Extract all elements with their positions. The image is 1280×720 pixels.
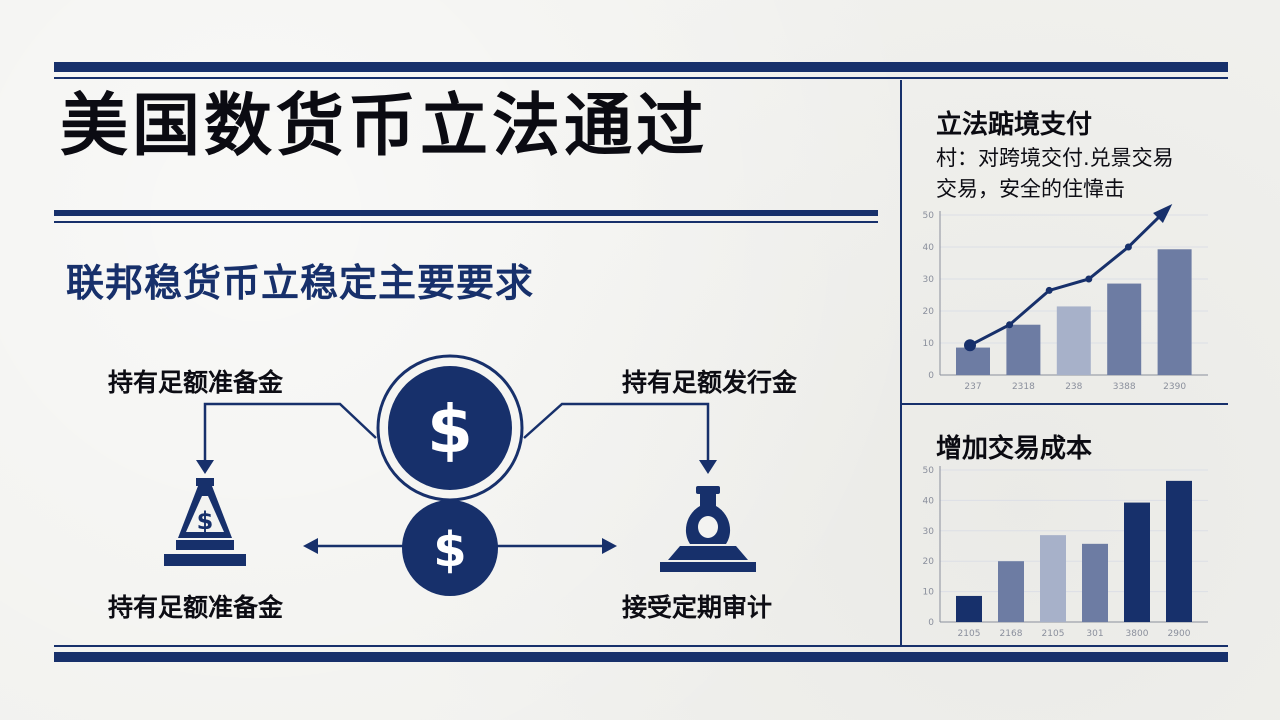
top-panel-line-1: 村：对跨境交付.兑景交易 <box>936 146 1174 170</box>
bar <box>1056 306 1091 375</box>
trend-point <box>1006 321 1014 329</box>
x-tick-label: 237 <box>964 382 981 392</box>
x-tick-label: 2105 <box>958 629 981 639</box>
top-rule-thin <box>54 77 1228 79</box>
x-tick-label: 238 <box>1065 382 1082 392</box>
bottom-right-label: 接受定期审计 <box>622 593 773 622</box>
chart-bottom: 50 40 30 20 10 0 2105 2168 2105 301 3800 2900 <box>923 466 1208 639</box>
y-tick-label: 30 <box>923 527 935 537</box>
y-tick-label: 20 <box>923 307 935 317</box>
top-left-label: 持有足额准备金 <box>108 368 284 397</box>
y-tick-label: 0 <box>928 618 934 628</box>
x-tick-label: 3388 <box>1113 382 1136 392</box>
bar <box>1157 249 1192 375</box>
top-panel-line-2: 交易，安全的住愇击 <box>936 177 1125 201</box>
vertical-divider <box>900 80 902 646</box>
title-underline-thin <box>54 221 878 223</box>
bottom-left-label: 持有足额准备金 <box>108 593 284 622</box>
x-tick-label: 301 <box>1086 629 1103 639</box>
connector-right <box>523 402 710 462</box>
y-tick-label: 50 <box>923 466 935 476</box>
x-tick-label: 2900 <box>1168 629 1191 639</box>
bar <box>1124 502 1150 622</box>
coin-symbol-small: $ <box>433 522 466 578</box>
trend-point <box>964 339 976 352</box>
arrow-head-right-down <box>699 460 717 474</box>
bar <box>998 561 1024 622</box>
bar <box>956 347 990 375</box>
y-tick-label: 40 <box>923 243 935 253</box>
bar <box>1040 535 1066 622</box>
x-tick-label: 2168 <box>1000 629 1023 639</box>
right-horizontal-divider <box>902 403 1228 405</box>
dollar-coin-small-icon: $ <box>402 500 498 596</box>
bar <box>956 595 982 622</box>
top-panel-title: 立法踮境支付 <box>936 110 1093 140</box>
dollar-coin-icon: $ <box>376 354 524 502</box>
diagram-connectors <box>203 402 710 548</box>
bottom-rule <box>54 652 1228 662</box>
y-tick-label: 0 <box>928 371 934 381</box>
requirements-diagram: $ $ $ <box>164 354 756 596</box>
bar <box>1006 324 1041 375</box>
arrow-icon <box>196 460 717 554</box>
trend-point <box>1085 275 1093 283</box>
bar <box>1107 283 1142 375</box>
y-tick-label: 10 <box>923 339 935 349</box>
arrow-head-right <box>602 538 617 554</box>
x-tick-label: 2105 <box>1042 629 1065 639</box>
y-tick-label: 10 <box>923 588 935 598</box>
bar <box>1082 543 1108 622</box>
audit-flask-icon <box>660 486 756 572</box>
title-underline <box>54 210 878 216</box>
bottom-rule-thin <box>54 645 1228 647</box>
bottom-panel-title: 增加交易成本 <box>936 434 1093 464</box>
main-title: 美国数货币立法通过 <box>60 87 709 166</box>
trend-point <box>1045 286 1053 294</box>
trend-point <box>1124 243 1132 251</box>
trend-arrow-head <box>1153 203 1173 223</box>
x-tick-label: 2390 <box>1163 382 1186 392</box>
top-rule <box>54 62 1228 72</box>
y-tick-label: 30 <box>923 275 935 285</box>
top-right-label: 持有足额发行金 <box>622 368 798 397</box>
arrow-head-left <box>303 538 318 554</box>
arrow-head-left-down <box>196 460 214 474</box>
y-tick-label: 20 <box>923 557 935 567</box>
reserve-flask-icon: $ <box>164 478 246 566</box>
bar <box>1166 480 1192 622</box>
x-tick-label: 3800 <box>1126 629 1149 639</box>
y-tick-label: 40 <box>923 496 935 506</box>
subtitle: 联邦稳货币立稳定主要要求 <box>66 261 535 305</box>
coin-symbol-large: $ <box>427 391 473 468</box>
y-tick-label: 50 <box>923 211 935 221</box>
chart-top: 50 40 30 20 10 0 237 2318 238 3388 2390 <box>923 203 1208 392</box>
flask-symbol: $ <box>197 507 214 535</box>
x-tick-label: 2318 <box>1012 382 1035 392</box>
trend-line <box>969 207 1170 347</box>
connector-left <box>203 402 377 462</box>
